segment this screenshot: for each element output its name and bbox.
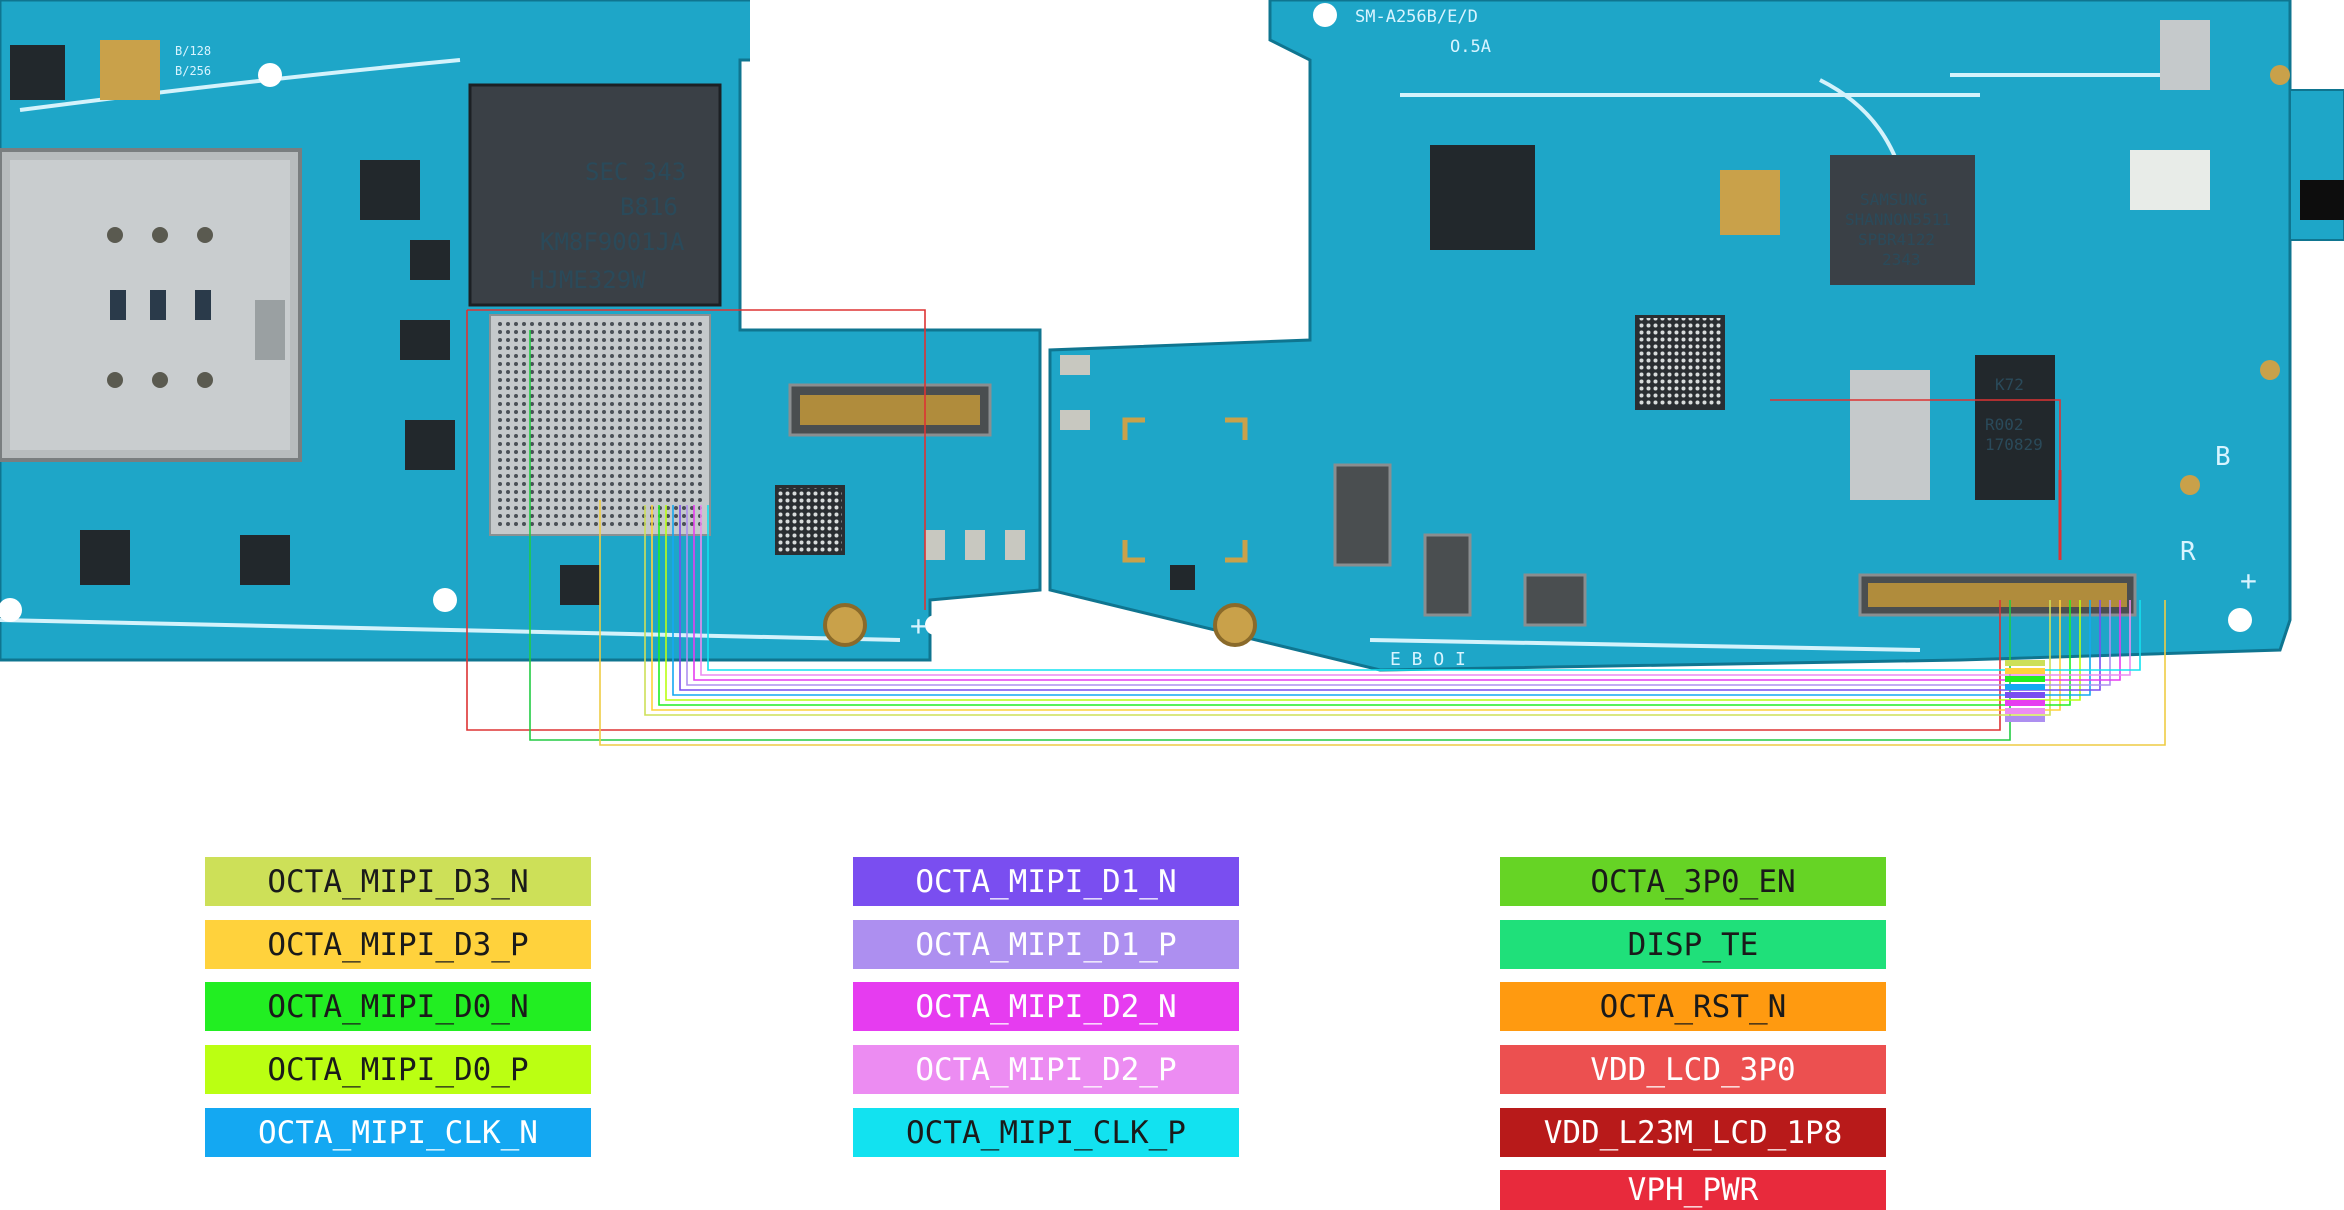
gold-chip (100, 40, 160, 100)
svg-text:+: + (910, 609, 927, 642)
board-rev-text: O.5A (1450, 37, 1491, 57)
pmic-line-1: K72 (1995, 375, 2024, 394)
label-b128: B/128 (175, 44, 211, 58)
modem-line-1: SAMSUNG (1860, 190, 1927, 209)
legend-item-octa-rst-n: OCTA_RST_N (1500, 982, 1886, 1031)
legend-item-octa-mipi-clk-p: OCTA_MIPI_CLK_P (853, 1108, 1239, 1157)
pcb-board-diagram: B/128 B/256 SEC 343 B816 KM8F9001JA HJME… (0, 0, 2344, 746)
legend-item-octa-mipi-d2-p: OCTA_MIPI_D2_P (853, 1045, 1239, 1094)
pcb-board-svg: B/128 B/256 SEC 343 B816 KM8F9001JA HJME… (0, 0, 2344, 746)
board-mark-r: R (2180, 537, 2196, 567)
sim-contacts (107, 227, 213, 388)
pmic-line-2: R002 (1985, 415, 2024, 434)
memory-line-3: KM8F9001JA (540, 228, 685, 256)
pmic-line-3: 170829 (1985, 435, 2043, 454)
label-b256: B/256 (175, 64, 211, 78)
small-chip-1 (10, 45, 65, 100)
trace-color-tags (2005, 660, 2045, 722)
legend-item-vdd-l23m-lcd-1p8: VDD_L23M_LCD_1P8 (1500, 1108, 1886, 1157)
memory-line-1: SEC 343 (585, 158, 686, 186)
legend-item-octa-mipi-d0-p: OCTA_MIPI_D0_P (205, 1045, 591, 1094)
modem-chip (1830, 155, 1975, 285)
legend-item-vdd-lcd-3p0: VDD_LCD_3P0 (1500, 1045, 1886, 1094)
legend-item-octa-mipi-d2-n: OCTA_MIPI_D2_N (853, 982, 1239, 1031)
legend-item-vph-pwr: VPH_PWR (1500, 1170, 1886, 1210)
modem-line-3: SPBR4122 (1858, 230, 1935, 249)
legend-item-octa-mipi-d3-n: OCTA_MIPI_D3_N (205, 857, 591, 906)
right-chip-1 (1430, 145, 1535, 250)
legend-item-octa-mipi-d0-n: OCTA_MIPI_D0_N (205, 982, 591, 1031)
right-small-connector-1 (1333, 463, 1392, 567)
board-mark-b: B (2215, 442, 2231, 472)
board-model-text: SM-A256B/E/D (1355, 7, 1478, 27)
legend-item-disp-te: DISP_TE (1500, 920, 1886, 969)
memory-chip (468, 83, 722, 307)
legend-item-octa-mipi-d1-n: OCTA_MIPI_D1_N (853, 857, 1239, 906)
modem-line-4: 2343 (1882, 250, 1921, 269)
legend-item-octa-mipi-d1-p: OCTA_MIPI_D1_P (853, 920, 1239, 969)
modem-line-2: SHANNON5511 (1845, 210, 1951, 229)
shield-can (1850, 370, 1930, 500)
board-silk-bottom: E B O I (1390, 649, 1466, 670)
legend-item-octa-3p0-en: OCTA_3P0_EN (1500, 857, 1886, 906)
svg-text:+: + (2240, 564, 2257, 597)
legend-item-octa-mipi-d3-p: OCTA_MIPI_D3_P (205, 920, 591, 969)
right-gold-chip (1720, 170, 1780, 235)
memory-line-2: B816 (620, 193, 678, 221)
legend-item-octa-mipi-clk-n: OCTA_MIPI_CLK_N (205, 1108, 591, 1157)
center-cutout (750, 0, 1270, 320)
pmic-chip (1975, 355, 2055, 500)
memory-line-4: HJME329W (530, 266, 646, 294)
